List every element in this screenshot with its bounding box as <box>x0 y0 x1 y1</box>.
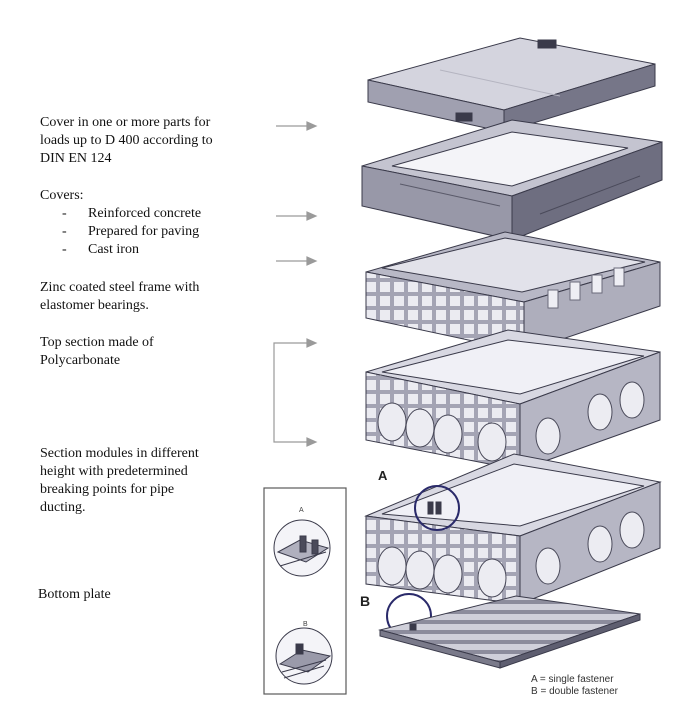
legend-a: A = single fastener <box>531 674 614 685</box>
arrow-cover <box>276 121 318 131</box>
marker-a: A <box>378 468 388 483</box>
cover-label-line: Cover in one or more parts for <box>40 115 211 130</box>
arrow-bracket <box>273 338 318 447</box>
top-section <box>365 231 661 353</box>
arrow-frame <box>276 256 318 266</box>
inset-label-b: B <box>303 621 308 628</box>
covers-list-item: -Reinforced concrete <box>62 206 202 221</box>
arrows <box>273 121 318 447</box>
frame-label-line: Zinc coated steel frame with <box>40 280 200 295</box>
bottom-plate-label: Bottom plate <box>38 587 111 602</box>
bottom-plate <box>378 595 641 669</box>
covers-list-item: -Prepared for paving <box>62 224 200 239</box>
cover-label-line: loads up to D 400 according to <box>40 133 213 148</box>
frame-label-line: elastomer bearings. <box>40 298 149 313</box>
fastener-a-highlight <box>414 485 460 531</box>
modules-label: Section modules in different height with… <box>40 445 199 517</box>
pipe-knockouts <box>377 511 645 598</box>
frame-label: Zinc coated steel frame with elastomer b… <box>40 279 199 315</box>
modules-label-line: breaking points for pipe <box>40 482 175 497</box>
fastener-icon <box>427 501 442 515</box>
modules-label-line: height with predetermined <box>40 464 188 479</box>
section-module-lower <box>364 453 662 605</box>
lifting-slot-icon <box>455 112 473 122</box>
legend-b: B = double fastener <box>531 686 619 697</box>
marker-b: B <box>360 593 370 609</box>
section-module-upper <box>365 329 661 471</box>
inset-label-a: A <box>299 507 304 514</box>
cover-label-line: DIN EN 124 <box>40 151 112 166</box>
steel-frame <box>361 119 663 241</box>
top-section-label: Top section made of Polycarbonate <box>40 334 154 370</box>
modules-label-line: ducting. <box>40 500 86 515</box>
covers-list: -Reinforced concrete -Prepared for pavin… <box>62 205 201 259</box>
fastener-icon <box>409 623 417 631</box>
covers-list-item: -Cast iron <box>62 242 139 257</box>
covers-heading: Covers: <box>40 188 84 203</box>
top-section-label-line: Top section made of <box>40 335 154 350</box>
detail-inset: A B <box>263 487 347 695</box>
lifting-slot-icon <box>537 39 557 49</box>
cover-plate <box>367 37 656 133</box>
modules-label-line: Section modules in different <box>40 446 199 461</box>
cover-label: Cover in one or more parts for loads up … <box>40 114 213 168</box>
arrow-covers-types <box>276 211 318 221</box>
pipe-knockouts <box>377 381 645 462</box>
top-section-label-line: Polycarbonate <box>40 353 121 368</box>
